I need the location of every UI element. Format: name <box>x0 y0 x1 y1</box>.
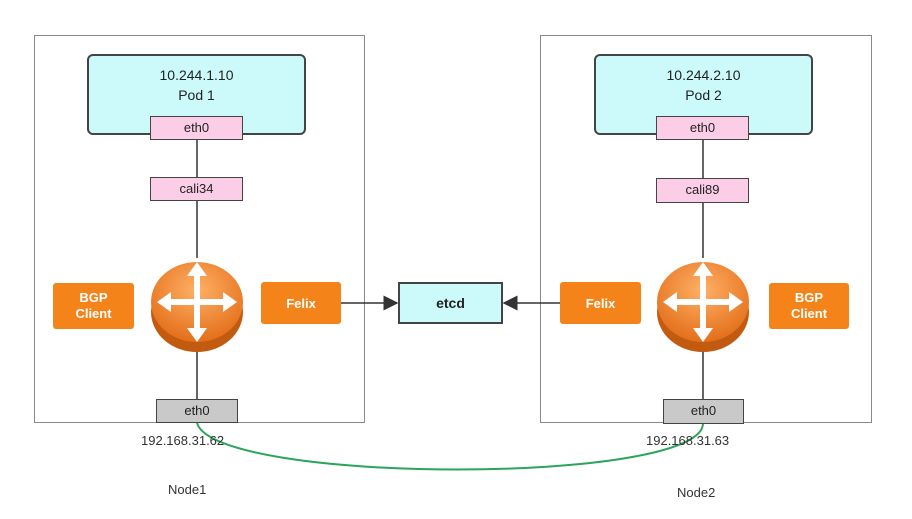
pod1-ip: 10.244.1.10 <box>159 67 234 83</box>
pod2-ip: 10.244.2.10 <box>666 67 741 83</box>
router-icon <box>657 262 749 352</box>
router-icon <box>151 262 243 352</box>
node2-host-eth0: eth0 <box>663 399 744 424</box>
node2-host-ip: 192.168.31.63 <box>646 433 730 448</box>
pod1-name: Pod 1 <box>178 87 215 103</box>
pod2-name: Pod 2 <box>685 87 722 103</box>
node1-name: Node1 <box>168 482 207 497</box>
node2-veth-cali: cali89 <box>656 178 749 203</box>
node2-name: Node2 <box>677 485 716 500</box>
node2-felix: Felix <box>560 282 641 324</box>
etcd-box: etcd <box>398 282 503 324</box>
pod1-eth0: eth0 <box>150 116 243 140</box>
node1-host-ip: 192.168.31.62 <box>141 433 225 448</box>
host-link-curve <box>196 422 705 471</box>
node2-bgp-client: BGP Client <box>769 283 849 329</box>
pod2-eth0: eth0 <box>656 116 749 140</box>
node1-felix: Felix <box>261 282 341 324</box>
node1-veth-cali: cali34 <box>150 177 243 201</box>
node1-bgp-client: BGP Client <box>53 283 134 329</box>
node1-host-eth0: eth0 <box>156 399 238 423</box>
